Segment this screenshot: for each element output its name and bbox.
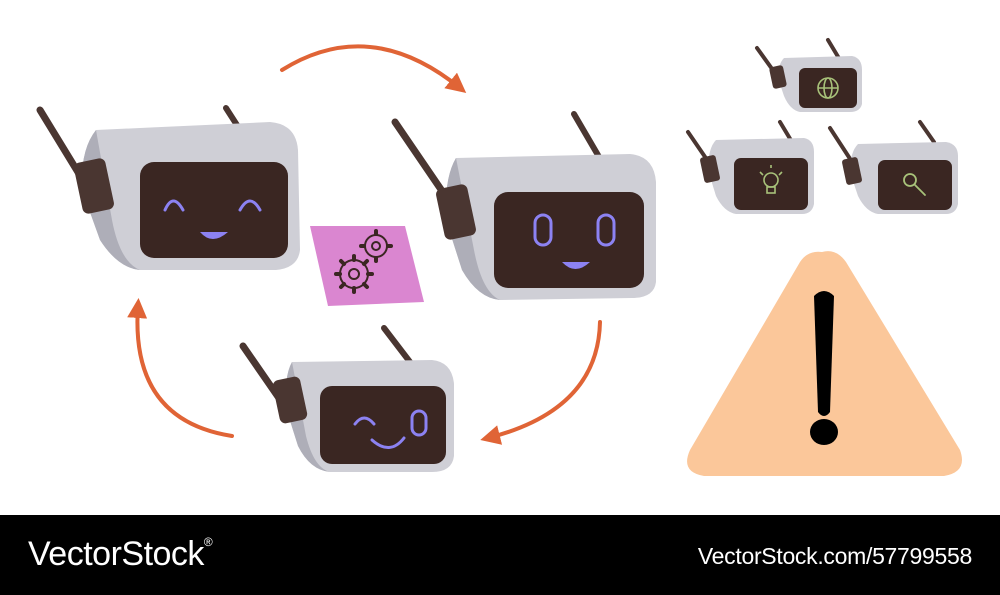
happy-robot-icon bbox=[36, 105, 301, 270]
magnifier-robot-icon bbox=[828, 120, 958, 214]
warning-icon bbox=[687, 251, 962, 476]
brand-name: VectorStock bbox=[28, 535, 204, 573]
cycle-arrow-icon bbox=[127, 44, 602, 445]
arrow-right bbox=[480, 320, 602, 445]
watermark-footer: VectorStock® VectorStock.com/57799558 bbox=[0, 515, 1000, 595]
globe-robot-icon bbox=[755, 38, 862, 112]
lightbulb-robot-icon bbox=[686, 120, 814, 214]
image-id-label: VectorStock.com/57799558 bbox=[697, 543, 972, 569]
illustration bbox=[36, 38, 962, 476]
brand-logo: VectorStock® bbox=[28, 535, 213, 574]
brand-registered-mark: ® bbox=[203, 535, 213, 549]
gears-icon bbox=[310, 226, 424, 306]
arrow-left bbox=[127, 298, 234, 438]
surprised-robot-icon bbox=[391, 111, 656, 300]
winking-robot-icon bbox=[239, 325, 454, 472]
arrow-top bbox=[280, 44, 467, 94]
